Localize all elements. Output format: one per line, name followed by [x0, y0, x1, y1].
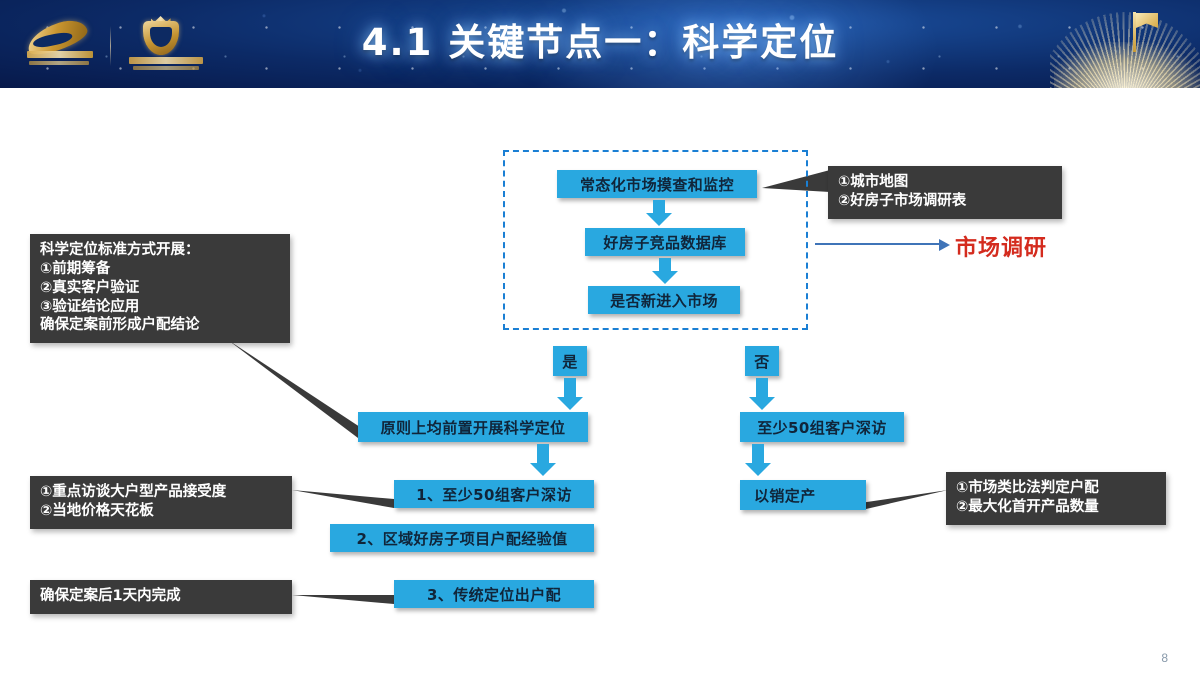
scientific-positioning-method-callout: 科学定位标准方式开展： ①前期筹备 ②真实客户验证 ③验证结论应用 确保定案前形… — [30, 234, 290, 344]
arrow-down-icon — [646, 200, 672, 226]
market-research-label: 市场调研 — [955, 236, 1048, 261]
callout-line: ③验证结论应用 — [40, 298, 140, 315]
golden-flag-mountain-decoration-icon — [1050, 0, 1200, 88]
callout-line: ①前期筹备 — [40, 260, 111, 277]
callout-line: 科学定位标准方式开展： — [40, 242, 200, 258]
logo-divider — [109, 26, 111, 66]
branch-label-yes: 是 — [553, 346, 587, 376]
market-research-arrow-icon — [815, 239, 950, 251]
callout-line: ①市场类比法判定户配 — [956, 480, 1099, 496]
flow-node-market-monitoring[interactable]: 常态化市场摸查和监控 — [557, 170, 757, 198]
flow-node-left-step-3[interactable]: 3、传统定位出户配 — [394, 580, 594, 608]
interview-focus-callout: ①重点访谈大户型产品接受度 ②当地价格天花板 — [30, 476, 292, 529]
callout-line: ②当地价格天花板 — [40, 502, 154, 519]
callout-line: ②真实客户验证 — [40, 279, 140, 296]
callout-line: ②好房子市场调研表 — [838, 192, 967, 209]
market-monitoring-group — [503, 150, 808, 330]
flow-node-pre-positioning[interactable]: 原则上均前置开展科学定位 — [358, 412, 588, 442]
unit-mix-method-callout: ①市场类比法判定户配 ②最大化首开产品数量 — [946, 472, 1166, 525]
flow-node-competitor-database[interactable]: 好房子竞品数据库 — [585, 228, 745, 256]
callout-line: ①重点访谈大户型产品接受度 — [40, 484, 227, 500]
callout-line: ①城市地图 — [838, 174, 909, 190]
flow-node-new-market-decision[interactable]: 是否新进入市场 — [588, 286, 740, 314]
flow-node-left-step-1[interactable]: 1、至少50组客户深访 — [394, 480, 594, 508]
arrow-down-icon — [557, 378, 583, 410]
flow-node-left-step-2[interactable]: 2、区域好房子项目户配经验值 — [330, 524, 594, 552]
branch-label-no: 否 — [745, 346, 779, 376]
starfield-texture — [0, 0, 1200, 88]
company-logo-primary-icon — [22, 15, 94, 72]
slide-body: 常态化市场摸查和监控 好房子竞品数据库 是否新进入市场 是 否 原则上均前置开展… — [0, 88, 1200, 675]
flow-node-production-by-sales[interactable]: 以销定产 — [740, 480, 866, 510]
callout-line: 确保定案后1天内完成 — [40, 588, 181, 605]
deadline-callout: 确保定案后1天内完成 — [30, 580, 292, 614]
header-glow — [520, 0, 940, 88]
market-research-tools-callout: ①城市地图 ②好房子市场调研表 — [828, 166, 1062, 219]
arrow-down-icon — [745, 444, 771, 476]
company-logo-secondary-icon — [127, 16, 203, 73]
slide-header: 4.1 关键节点一：科学定位 — [0, 0, 1200, 88]
flow-node-right-interview[interactable]: 至少50组客户深访 — [740, 412, 904, 442]
arrow-down-icon — [530, 444, 556, 476]
arrow-down-icon — [749, 378, 775, 410]
page-title: 4.1 关键节点一：科学定位 — [361, 21, 839, 64]
callout-line-emphasis: 确保定案前形成户配结论 — [40, 317, 200, 334]
callout-line: ②最大化首开产品数量 — [956, 498, 1099, 515]
page-number: 8 — [1161, 651, 1168, 665]
arrow-down-icon — [652, 258, 678, 284]
logo-group — [22, 15, 203, 74]
